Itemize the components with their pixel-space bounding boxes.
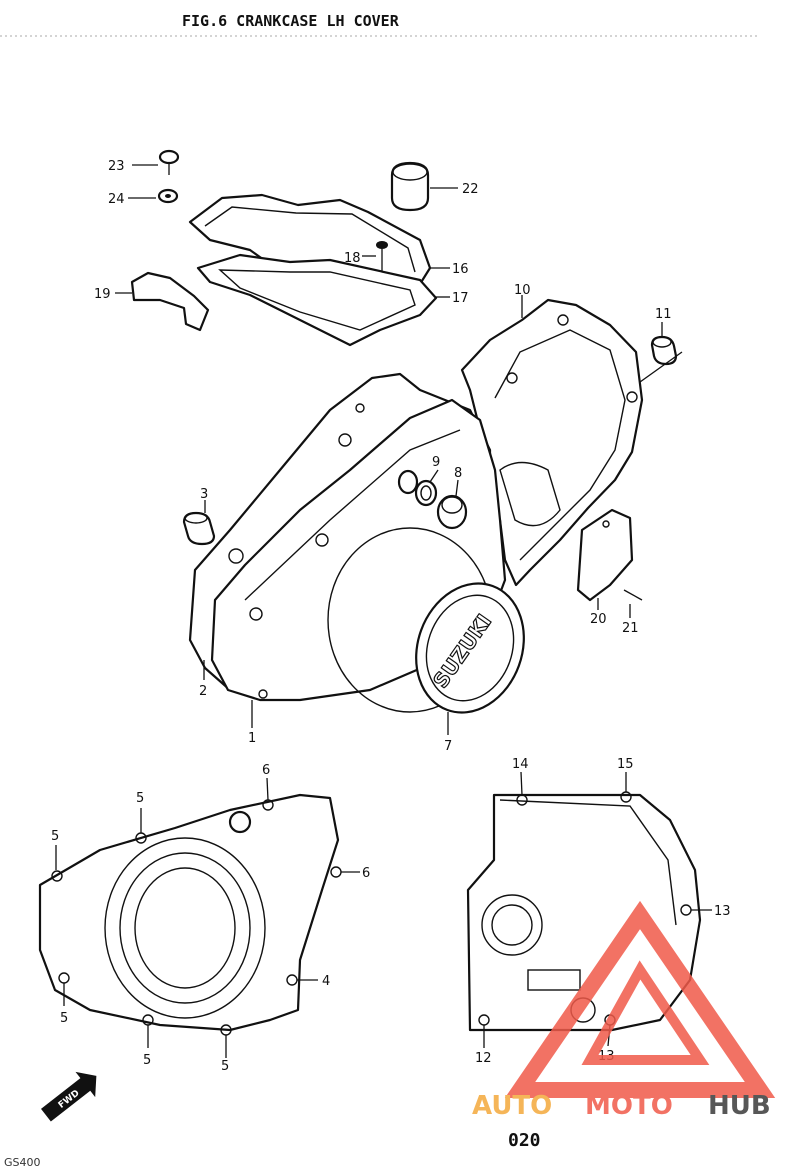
callout-1: 1: [248, 731, 256, 746]
callout-9: 9: [432, 455, 440, 470]
automotohub-watermark: AUTO MOTO HUB: [472, 900, 776, 1121]
leader-9: [429, 469, 439, 483]
watermark-triangle-icon: [504, 900, 776, 1098]
part-7-emblem-cover: SUZUKI: [415, 582, 525, 714]
figure-title: FIG.6 CRANKCASE LH COVER: [182, 12, 400, 30]
part-17-gasket: [196, 253, 438, 347]
footer-model: GS400: [4, 1156, 41, 1168]
callout-24: 24: [108, 192, 125, 207]
callout-15: 15: [617, 757, 634, 772]
page-number: 020: [508, 1130, 541, 1151]
watermark-inner-triangle-icon: [581, 960, 710, 1065]
callout-6-right: 6: [362, 866, 370, 881]
part-18-screw: [376, 241, 388, 272]
callout-5-bottom: 5: [143, 1053, 151, 1068]
callout-18: 18: [344, 251, 361, 266]
part-8-plug: [436, 494, 468, 530]
forward-arrow-icon: FWD: [41, 1071, 97, 1122]
callout-22: 22: [462, 182, 479, 197]
watermark-text-auto: AUTO: [472, 1091, 552, 1121]
part-19-bracket: [130, 271, 210, 332]
watermark-text-moto: MOTO: [585, 1091, 673, 1121]
part-22-cap: [390, 161, 430, 212]
callout-21: 21: [622, 621, 639, 636]
callout-7: 7: [444, 739, 452, 754]
callout-11: 11: [655, 307, 672, 322]
callout-10: 10: [514, 283, 531, 298]
cover-inner-view: [38, 793, 342, 1036]
callout-20: 20: [590, 612, 607, 627]
part-11-dowel: [650, 335, 678, 366]
part-21-screw: [623, 589, 643, 601]
leader-11b: [639, 351, 683, 383]
part-24-washer: [157, 188, 179, 204]
callout-13-right: 13: [714, 904, 731, 919]
part-20-plate: [576, 508, 634, 602]
callout-8: 8: [454, 466, 462, 481]
watermark-text-hub: HUB: [708, 1091, 771, 1121]
callout-5-top: 5: [136, 791, 144, 806]
leader-14: [520, 771, 523, 796]
part-3-dowel: [182, 511, 216, 546]
callout-4: 4: [322, 974, 330, 989]
callout-5-lower-left: 5: [60, 1011, 68, 1026]
part-9-o-ring: [397, 469, 438, 507]
leader-6a: [266, 777, 269, 801]
callout-12: 12: [475, 1051, 492, 1066]
callout-14: 14: [512, 757, 529, 772]
callout-19: 19: [94, 287, 111, 302]
callout-16: 16: [452, 262, 469, 277]
callout-5-bottom-right: 5: [221, 1059, 229, 1074]
callout-5-left: 5: [51, 829, 59, 844]
callout-6-top: 6: [262, 763, 270, 778]
callout-2: 2: [199, 684, 207, 699]
part-23-bolt: [158, 149, 180, 175]
leader-8: [455, 479, 459, 497]
callout-23: 23: [108, 159, 125, 174]
callout-3: 3: [200, 487, 208, 502]
callout-17: 17: [452, 291, 469, 306]
